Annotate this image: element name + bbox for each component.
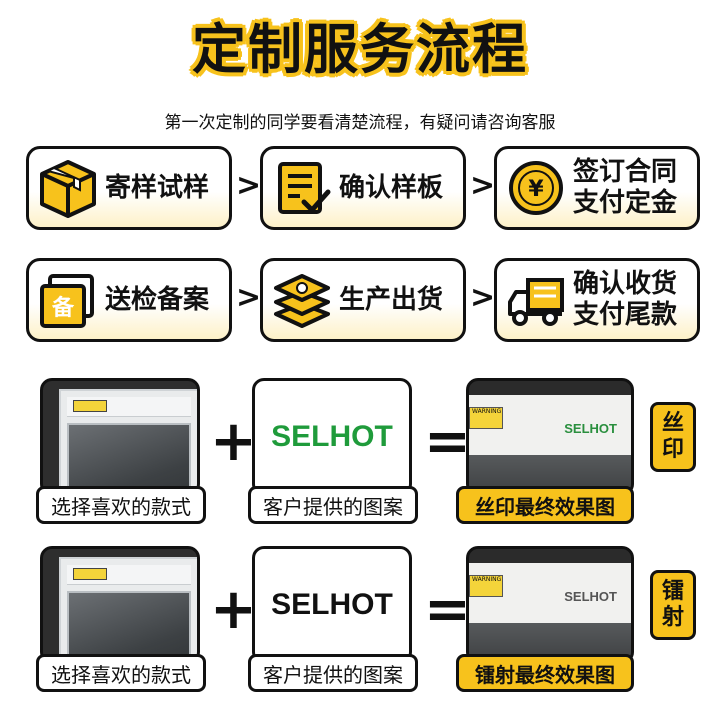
choose-style-caption: 选择喜欢的款式 [36, 486, 206, 524]
laser-result-caption: 镭射最终效果图 [456, 654, 634, 692]
delivery-truck-icon [505, 269, 567, 331]
package-box-icon [37, 157, 99, 219]
step-label: 生产出货 [339, 285, 444, 315]
step-label: 寄样试样 [105, 173, 210, 203]
step-label-line2: 支付尾款 [573, 300, 678, 330]
step-send-sample: 寄样试样 [26, 146, 232, 230]
step-sign-contract: ¥ 签订合同 支付定金 [494, 146, 700, 230]
warning-label: WARNING [469, 407, 503, 429]
tag-char-2: 印 [661, 437, 684, 462]
tag-char-1: 丝 [661, 411, 684, 436]
silk-print-result-photo: WARNING SELHOT [466, 378, 634, 496]
choose-style-caption: 选择喜欢的款式 [36, 654, 206, 692]
document-check-icon [271, 157, 333, 219]
silk-print-result-caption: 丝印最终效果图 [456, 486, 634, 524]
step-production-shipping: 生产出货 [260, 258, 466, 342]
customer-pattern-caption: 客户提供的图案 [248, 654, 418, 692]
plus-sign: + [210, 577, 257, 642]
customer-logo: SELHOT [271, 420, 393, 453]
warning-label: WARNING [469, 575, 503, 597]
silk-print-tag: 丝 印 [650, 402, 696, 472]
enclosure-photo [40, 546, 200, 664]
page-title: 定制服务流程 [192, 18, 528, 81]
page-subtitle: 第一次定制的同学要看清楚流程，有疑问请咨询客服 [164, 113, 556, 133]
step-label-group: 确认收货 支付尾款 [573, 269, 677, 331]
enclosure-photo [40, 378, 200, 496]
flow-arrow: > [470, 280, 496, 315]
tag-char-2: 射 [661, 605, 684, 630]
svg-text:备: 备 [51, 295, 75, 321]
printed-logo: SELHOT [564, 421, 617, 436]
equals-sign: = [424, 409, 471, 474]
engraved-logo: SELHOT [564, 589, 617, 604]
step-label-line1: 确认收货 [573, 269, 678, 299]
plus-sign: + [210, 409, 257, 474]
flow-arrow: > [470, 168, 496, 203]
step-confirm-receipt: 确认收货 支付尾款 [494, 258, 700, 342]
flow-arrow: > [236, 168, 262, 203]
laser-result-photo: WARNING SELHOT [466, 546, 634, 664]
step-label-group: 签订合同 支付定金 [573, 157, 677, 219]
flow-arrow: > [236, 280, 262, 315]
customer-logo-card: SELHOT [252, 546, 412, 664]
title-banner: 定制服务流程 [0, 14, 720, 86]
step-label-line1: 签订合同 [573, 157, 678, 187]
filing-stamp-icon: 备 [37, 269, 99, 331]
step-label-line2: 支付定金 [573, 188, 678, 218]
customer-logo: SELHOT [271, 588, 393, 621]
step-confirm-sample: 确认样板 [260, 146, 466, 230]
laser-tag: 镭 射 [650, 570, 696, 640]
step-inspection-filing: 备 送检备案 [26, 258, 232, 342]
stacked-layers-icon [271, 269, 333, 331]
yen-coin-icon: ¥ [505, 157, 567, 219]
equals-sign: = [424, 577, 471, 642]
step-label: 确认样板 [339, 173, 444, 203]
tag-char-1: 镭 [661, 579, 684, 604]
svg-text:¥: ¥ [528, 177, 544, 202]
customer-logo-card: SELHOT [252, 378, 412, 496]
customer-pattern-caption: 客户提供的图案 [248, 486, 418, 524]
step-label: 送检备案 [105, 285, 210, 315]
